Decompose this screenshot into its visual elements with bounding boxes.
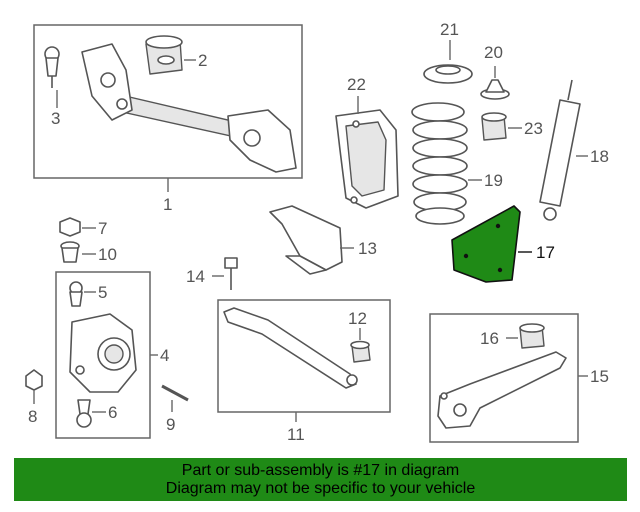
track-bar-part-11[interactable] <box>223 307 358 389</box>
bushing-part-2[interactable] <box>145 35 183 75</box>
front-axle-part[interactable] <box>81 43 297 173</box>
callout-18: 18 <box>590 147 609 166</box>
axle-frame <box>33 24 303 179</box>
callout-1: 1 <box>163 195 172 214</box>
callout-23: 23 <box>524 119 543 138</box>
knuckle-group: 5 6 4 <box>55 271 169 439</box>
callout-5: 5 <box>98 283 107 302</box>
callout-20: 20 <box>484 43 503 62</box>
bracket-part-13[interactable] <box>269 205 343 275</box>
bushing-part-10[interactable] <box>60 241 80 263</box>
pin-part-9[interactable] <box>161 384 189 402</box>
callout-19: 19 <box>484 171 503 190</box>
callout-12: 12 <box>348 309 367 328</box>
callout-9: 9 <box>166 415 175 434</box>
knuckle-part-4[interactable] <box>69 313 137 393</box>
spring-seat-part-22[interactable] <box>335 109 399 209</box>
ball-joint-part-5[interactable] <box>69 281 83 307</box>
radius-arm-part-15[interactable] <box>437 351 567 429</box>
shock-absorber-part-18[interactable] <box>539 79 581 221</box>
bump-stop-part-20[interactable] <box>480 79 510 100</box>
axle-group: 2 3 1 <box>33 24 303 214</box>
radius-arm-group: 16 15 <box>429 313 609 443</box>
ball-joint-part-3[interactable] <box>44 46 60 88</box>
callout-2: 2 <box>198 51 207 70</box>
banner-line-2: Diagram may not be specific to your vehi… <box>165 480 476 497</box>
coil-spring-part-19[interactable] <box>411 102 468 225</box>
bushing-part-12[interactable] <box>350 340 371 363</box>
radius-arm-frame <box>429 313 579 443</box>
callout-15: 15 <box>590 367 609 386</box>
callout-11: 11 <box>287 425 305 444</box>
callout-13: 13 <box>358 239 377 258</box>
info-banner: Part or sub-assembly is #17 in diagram D… <box>14 458 627 501</box>
ball-joint-part-6[interactable] <box>76 399 92 428</box>
bracket-part-17-highlighted[interactable] <box>451 205 521 283</box>
callout-10: 10 <box>98 245 117 264</box>
callout-21: 21 <box>440 20 459 39</box>
nut-part-8[interactable] <box>25 369 43 391</box>
callout-6: 6 <box>108 403 117 422</box>
bushing-part-23[interactable] <box>481 112 507 141</box>
insulator-part-21[interactable] <box>423 64 473 84</box>
bolt-part-14[interactable] <box>224 257 238 290</box>
callout-7: 7 <box>98 219 107 238</box>
nut-part-7[interactable] <box>59 217 81 237</box>
track-bar-group: 12 11 <box>217 299 391 444</box>
callout-4: 4 <box>160 346 169 365</box>
callout-8: 8 <box>28 407 37 426</box>
callout-22: 22 <box>347 75 366 94</box>
knuckle-frame <box>55 271 151 439</box>
callout-3: 3 <box>51 109 60 128</box>
callout-14: 14 <box>186 267 205 286</box>
bushing-part-16[interactable] <box>519 323 545 349</box>
callout-17: 17 <box>536 243 555 262</box>
callout-16: 16 <box>480 329 499 348</box>
banner-line-1: Part or sub-assembly is #17 in diagram <box>181 462 460 479</box>
track-bar-frame <box>217 299 391 413</box>
